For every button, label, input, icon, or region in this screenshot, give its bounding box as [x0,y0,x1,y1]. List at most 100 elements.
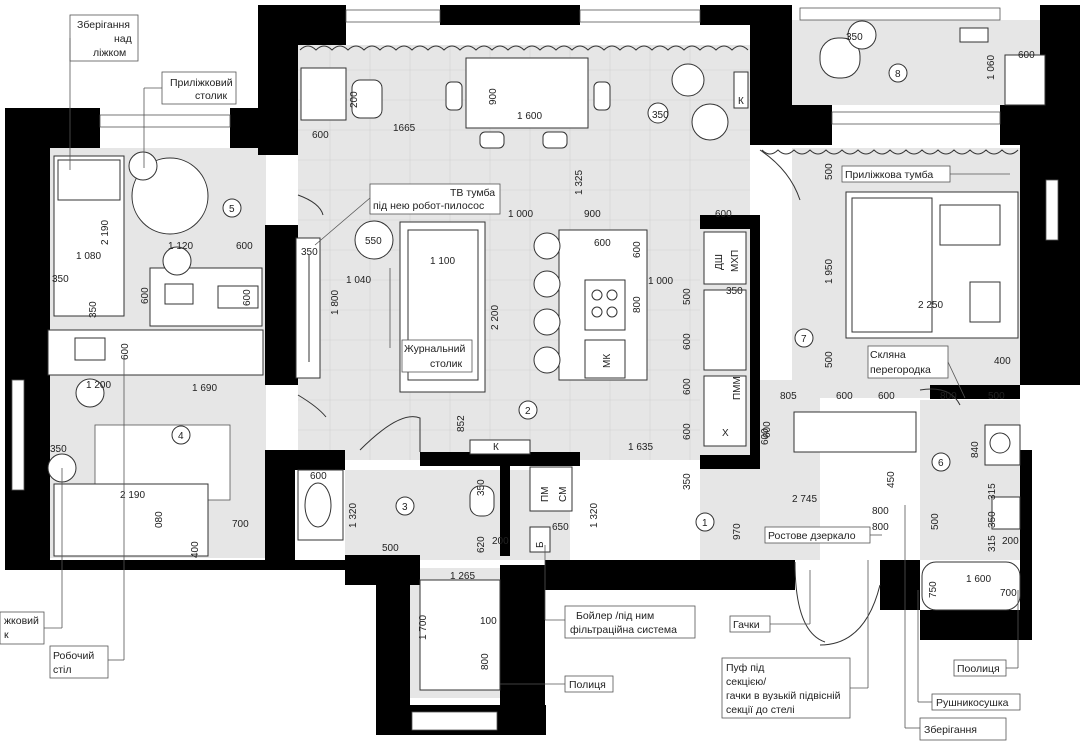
dimension-labels: 900 1 600 1665 200 600 350 1 325 1 000 9… [50,32,1035,670]
dim-label: 080 [154,511,165,528]
dim-label: 500 [930,513,941,530]
dim-label: 700 [1000,588,1017,599]
appliance-k: К [493,442,499,453]
appliance-mkhp: МХП [730,250,741,272]
callout-glass-partition: Скляна перегородка [867,345,966,399]
callout-shelf-bath: Поолиця [953,590,1019,677]
appliance-b: Б [535,541,546,548]
dim-label: 600 [762,421,773,438]
callout-coffee-table: Журнальний столик [389,268,473,373]
room-numbers: 1 2 3 4 5 6 7 8 [171,63,951,532]
room-7: 7 [801,334,807,345]
dim-label: 1 800 [330,290,341,315]
svg-text:Скляна: Скляна [870,349,906,361]
svg-text:Приліжкова тумба: Приліжкова тумба [845,169,933,181]
dim-label: 1 320 [589,503,600,528]
dim-label: 800 [872,506,889,517]
appliance-mk: МК [602,354,613,368]
room-3: 3 [402,502,408,513]
dim-label: 315 [987,535,998,552]
dim-label: 800 [940,391,957,402]
windows [11,7,1059,731]
curtain-kitchen [299,45,749,51]
room-8: 8 [895,69,901,80]
furniture-living [295,57,749,455]
room-2: 2 [525,406,531,417]
callout-shelf-wc: Полиця [500,675,614,693]
dim-label: 600 [594,238,611,249]
svg-text:Зберігання: Зберігання [77,19,130,31]
dim-label: 350 [52,274,69,285]
svg-text:Робочий: Робочий [53,650,94,662]
dim-label: 500 [682,288,693,305]
dim-label: 1 950 [824,259,835,284]
svg-text:Полиця: Полиця [569,679,606,691]
appliance-pm: ПМ [540,486,551,502]
dim-label: 600 [140,287,151,304]
dim-label: 1 040 [346,275,371,286]
dim-label: 200 [492,536,509,547]
svg-text:перегородка: перегородка [870,364,931,376]
callout-desk: Робочий стіл [49,355,125,679]
svg-text:над: над [114,33,132,45]
svg-text:ТВ тумба: ТВ тумба [450,187,495,199]
svg-text:жковий: жковий [4,615,39,627]
callout-tv-stand: ТВ тумба під нею робот-пилосос [314,183,501,246]
callout-storage-bottom: Зберігання [904,505,1007,741]
dim-label: 350 [476,479,487,496]
dim-label: 1 120 [168,241,193,252]
dim-label: 550 [365,236,382,247]
dim-label: 400 [190,541,201,558]
dim-label: 1 325 [574,170,585,195]
callout-bedside-cabinet: Приліжкова тумба [841,165,1010,183]
dim-label: 620 [476,536,487,553]
svg-text:фільтраційна система: фільтраційна система [570,624,677,636]
room-5: 5 [229,204,235,215]
curtain-bedroom [761,149,1019,155]
dim-label: 600 [242,289,253,306]
dim-label: 800 [872,522,889,533]
appliance-sm: СМ [558,487,569,502]
dim-label: 350 [987,511,998,528]
dim-label: 1 080 [76,251,101,262]
dim-label: 600 [236,241,253,252]
dim-label: 1 320 [348,503,359,528]
svg-text:під нею робот-пилосос: під нею робот-пилосос [373,200,484,212]
dim-label: 200 [1002,536,1019,547]
dim-label: 350 [652,110,669,121]
svg-text:секцією/: секцією/ [726,676,766,688]
dim-label: 840 [970,441,981,458]
dim-label: 600 [632,241,643,258]
svg-text:гачки в вузькій підвісній: гачки в вузькій підвісній [726,690,841,702]
dim-label: 500 [382,543,399,554]
dim-label: 970 [732,523,743,540]
appliance-k-2: К [738,96,744,107]
callout-boiler: Бойлер /під ним фільтраційна система [544,545,696,639]
svg-text:Гачки: Гачки [733,619,760,631]
dim-label: 600 [312,130,329,141]
room-1: 1 [702,518,708,529]
dim-label: 1 600 [966,574,991,585]
callout-bedside-cut: жковий к [0,468,63,645]
svg-text:ліжком: ліжком [93,47,126,59]
appliance-x: Х [722,428,729,439]
dim-label: 900 [584,209,601,220]
svg-text:Приліжковий: Приліжковий [170,77,233,89]
dim-label: 1 265 [450,571,475,582]
dim-label: 600 [715,209,732,220]
dim-label: 805 [780,391,797,402]
svg-text:Журнальний: Журнальний [404,343,465,355]
dim-label: 450 [886,471,897,488]
svg-text:стіл: стіл [53,664,72,676]
dim-label: 350 [682,473,693,490]
dim-label: 1 690 [192,383,217,394]
callout-bedside-table: Приліжковий столик [143,71,237,168]
svg-text:столик: столик [195,90,228,102]
doors [297,149,961,646]
furniture-bedroom-7 [793,20,1046,453]
dim-label: 500 [824,351,835,368]
dim-label: 2 190 [100,220,111,245]
dim-label: 600 [310,471,327,482]
dim-label: 200 [349,91,360,108]
